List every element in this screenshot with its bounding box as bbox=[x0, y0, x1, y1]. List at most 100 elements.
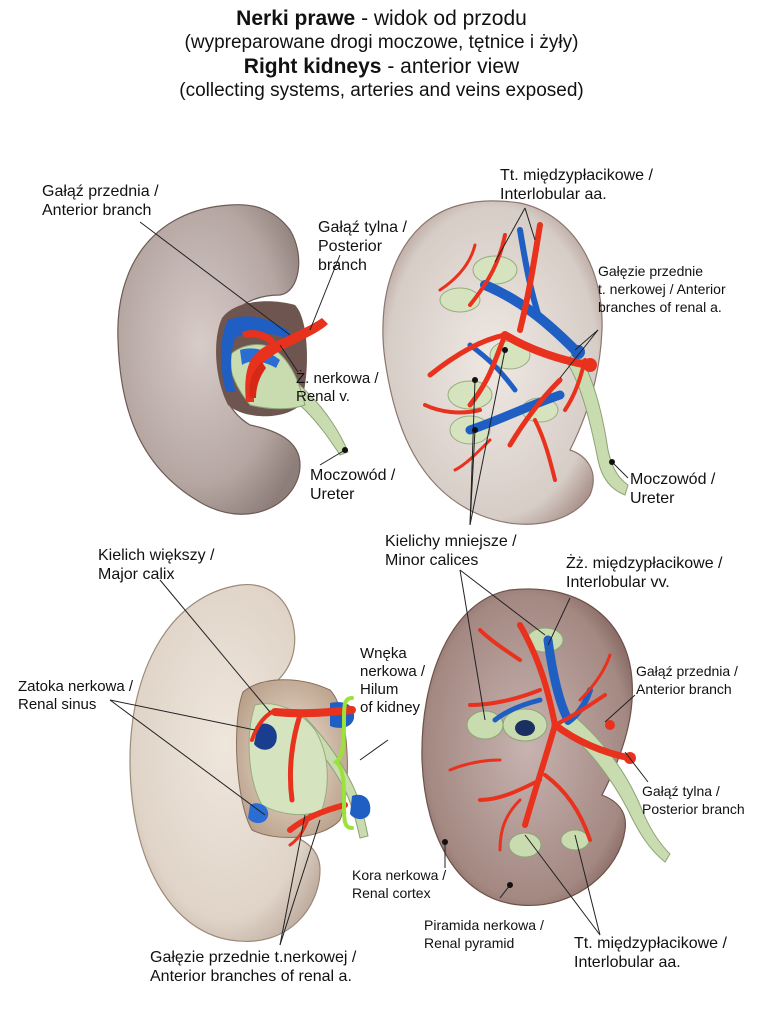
label-line: Gałęzie przednie bbox=[598, 263, 704, 279]
title-polish: Nerki prawe - widok od przodu bbox=[0, 6, 763, 31]
br-artery-up2 bbox=[478, 628, 522, 662]
label-br-renal-pyramid: Piramida nerkowa / Renal pyramid bbox=[424, 916, 544, 952]
kidney-tr-veins bbox=[465, 227, 580, 435]
label-line: Kielichy mniejsze / bbox=[385, 533, 517, 550]
tr-artery-up2 bbox=[468, 233, 507, 307]
subtitle-english: (collecting systems, arteries and veins … bbox=[179, 80, 584, 101]
label-line: Gałąź tylna / bbox=[318, 219, 407, 236]
br-vein-3 bbox=[492, 697, 543, 723]
title-english-rest: - anterior view bbox=[381, 55, 520, 78]
label-line: Anterior branch bbox=[42, 202, 152, 219]
tr-artery-mid1 bbox=[427, 332, 508, 378]
tr-vein-lower bbox=[465, 390, 565, 435]
kidney-tl-artery-branch2 bbox=[249, 362, 266, 398]
tr-artery-low1 bbox=[507, 377, 563, 448]
label-line: Ureter bbox=[630, 490, 675, 507]
kidney-br-body bbox=[421, 588, 633, 906]
label-line: nerkowa / bbox=[360, 663, 426, 680]
label-bl-major-calix: Kielich większy / Major calix bbox=[98, 546, 214, 584]
br-artery-right2 bbox=[578, 653, 612, 702]
br-artery-stub-2 bbox=[605, 720, 615, 730]
label-br-anterior-branch: Gałąź przednia / Anterior branch bbox=[636, 662, 738, 698]
label-line: Interlobular vv. bbox=[566, 574, 670, 591]
label-line: Zatoka nerkowa / bbox=[18, 678, 134, 695]
tr-vein-upper bbox=[517, 227, 543, 323]
tr-vein-main bbox=[480, 280, 580, 355]
label-line: of kidney bbox=[360, 699, 421, 716]
br-artery-low1 bbox=[522, 722, 558, 828]
label-line: Żż. międzypłacikowe / bbox=[566, 555, 723, 572]
bl-vein-2 bbox=[254, 723, 277, 750]
label-tl-posterior-branch: Gałąź tylna / Posterior branch bbox=[318, 218, 407, 275]
label-line: Hilum bbox=[360, 681, 399, 698]
hilum-brace bbox=[332, 696, 354, 830]
br-calix-dark bbox=[515, 720, 535, 736]
title-polish-rest: - widok od przodu bbox=[355, 7, 527, 30]
label-line: Interlobular aa. bbox=[500, 186, 607, 203]
kidney-tr-arteries bbox=[423, 222, 592, 482]
label-line: Interlobular aa. bbox=[574, 954, 681, 971]
label-br-posterior-branch: Gałąź tylna / Posterior branch bbox=[642, 782, 745, 818]
label-line: Gałąź przednia / bbox=[42, 183, 159, 200]
label-line: Posterior branch bbox=[642, 801, 745, 817]
bl-vein-3 bbox=[350, 794, 371, 820]
label-tr-anterior-branches: Gałęzie przednie t. nerkowej / Anterior … bbox=[598, 262, 726, 316]
tr-vein-stub bbox=[571, 345, 585, 359]
label-line: Gałąź tylna / bbox=[642, 783, 720, 799]
kidney-tr-ureter bbox=[564, 351, 629, 496]
label-tr-interlobular-aa: Tt. międzypłacikowe / Interlobular aa. bbox=[500, 166, 653, 204]
label-line: branch bbox=[318, 257, 367, 274]
title-english: Right kidneys - anterior view bbox=[0, 54, 763, 79]
title-block: Nerki prawe - widok od przodu (wypreparo… bbox=[0, 6, 763, 102]
bl-vein-4 bbox=[248, 803, 269, 824]
label-line: Posterior bbox=[318, 238, 383, 255]
br-artery-main bbox=[551, 721, 634, 762]
label-minor-calices: Kielichy mniejsze / Minor calices bbox=[385, 532, 517, 570]
kidney-bl-arteries bbox=[250, 706, 356, 847]
label-line: branches of renal a. bbox=[598, 299, 722, 315]
tr-artery-up1 bbox=[517, 222, 543, 333]
label-line: Gałąź przednia / bbox=[636, 663, 738, 679]
tr-artery-mid2 bbox=[467, 332, 508, 408]
label-line: Anterior branches of renal a. bbox=[150, 968, 352, 985]
subtitle-polish: (wypreparowane drogi moczowe, tętnice i … bbox=[184, 32, 579, 53]
tr-artery-main bbox=[501, 331, 592, 369]
bl-artery-3 bbox=[250, 710, 274, 742]
kidney-bl-body bbox=[129, 583, 321, 942]
title-polish-bold: Nerki prawe bbox=[236, 7, 356, 30]
label-line: Minor calices bbox=[385, 552, 479, 569]
label-tl-renal-vein: Ż. nerkowa / Renal v. bbox=[296, 370, 379, 406]
label-line: Tt. międzypłacikowe / bbox=[574, 935, 727, 952]
kidney-top-right bbox=[382, 200, 629, 525]
label-line: Ż. nerkowa / bbox=[296, 370, 379, 387]
label-line: Gałęzie przednie t.nerkowej / bbox=[150, 949, 357, 966]
kidney-tl-artery-branch bbox=[242, 330, 275, 346]
br-vein-main bbox=[543, 635, 573, 725]
leader-lines bbox=[109, 207, 649, 946]
br-artery-low4 bbox=[498, 798, 522, 852]
kidney-tl-vein bbox=[221, 316, 292, 392]
label-line: Anterior branch bbox=[636, 681, 732, 697]
kidney-bottom-left bbox=[129, 583, 371, 942]
label-line: Major calix bbox=[98, 566, 175, 583]
label-line: Renal pyramid bbox=[424, 935, 515, 951]
label-line: Moczowód / bbox=[630, 471, 716, 488]
label-bl-renal-sinus: Zatoka nerkowa / Renal sinus bbox=[18, 678, 133, 714]
leader-dots bbox=[342, 347, 615, 888]
label-line: Kielich większy / bbox=[98, 547, 215, 564]
kidney-br-arteries bbox=[448, 622, 634, 852]
kidney-tl-body bbox=[117, 204, 301, 515]
label-tr-ureter: Moczowód / Ureter bbox=[630, 470, 715, 508]
label-line: Piramida nerkowa / bbox=[424, 917, 544, 933]
tr-artery-stub bbox=[583, 358, 597, 372]
label-br-interlobular-vv: Żż. międzypłacikowe / Interlobular vv. bbox=[566, 554, 723, 592]
br-artery-left bbox=[448, 758, 502, 772]
label-br-interlobular-aa: Tt. międzypłacikowe / Interlobular aa. bbox=[574, 934, 727, 972]
label-line: Renal cortex bbox=[352, 885, 431, 901]
kidney-tr-vessel-stubs bbox=[571, 345, 597, 372]
kidney-br-ureter bbox=[559, 713, 671, 863]
bl-artery-4 bbox=[287, 802, 348, 833]
label-line: Ureter bbox=[310, 486, 355, 503]
label-br-renal-cortex: Kora nerkowa / Renal cortex bbox=[352, 866, 446, 902]
